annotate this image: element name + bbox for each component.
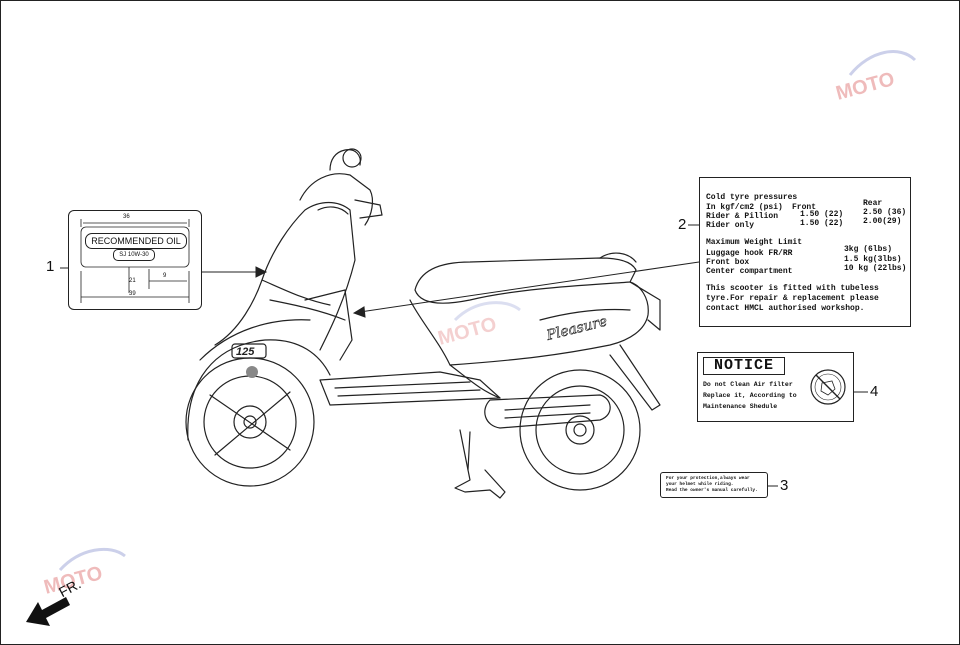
row-luggage: Luggage hook FR/RR (706, 249, 793, 258)
helmet-line-2: your helmet while riding. (666, 482, 734, 487)
center-stand (454, 429, 506, 499)
front-box-value: 1.5 kg(3lbs) (844, 255, 902, 264)
helmet-line-3: Read the owner's manual carefully. (666, 488, 758, 493)
helmet-label: For your protection,always wear your hel… (660, 472, 768, 498)
tyre-title: Cold tyre pressures (706, 193, 798, 202)
dim-21: 21 (129, 278, 136, 284)
notice-title: NOTICE (703, 357, 785, 375)
notice-line-3: Maintenance Shedule (703, 403, 778, 410)
model-script: Pleasure (544, 313, 609, 344)
seat (414, 257, 637, 304)
oil-title: RECOMMENDED OIL (85, 233, 187, 249)
rear-wheel (519, 369, 641, 491)
rear-body (409, 281, 649, 366)
oil-label: 36 RECOMMENDED OIL SJ 10W-30 21 9 39 (68, 210, 202, 310)
center-value: 10 kg (22lbs) (844, 264, 907, 273)
notice-line-2: Replace it, According to (703, 392, 797, 399)
badge-text: 125 (236, 346, 255, 358)
dim-9: 9 (163, 273, 167, 279)
col-rear: Rear (863, 199, 883, 208)
tyre-units: In kgf/cm2 (psi) (706, 203, 783, 212)
oil-label-dimensions (80, 219, 190, 303)
watermark-logo-top: MOTO (834, 50, 917, 105)
pillion-rear: 2.50 (36) (863, 208, 907, 217)
floorboard (319, 371, 501, 406)
rider-rear: 2.00(29) (863, 217, 902, 226)
callout-1: 1 (46, 258, 55, 275)
tubeless-line-1: This scooter is fitted with tubeless (706, 284, 879, 293)
front-direction-arrow (26, 597, 70, 626)
svg-text:MOTO: MOTO (436, 313, 499, 350)
rider-front: 1.50 (22) (800, 219, 844, 228)
swing-arm (484, 394, 611, 429)
oil-grade: SJ 10W-30 (113, 249, 155, 261)
row-front-box: Front box (706, 258, 750, 267)
luggage-value: 3kg (6lbs) (844, 245, 893, 254)
svg-text:MOTO: MOTO (834, 68, 897, 105)
front-body (214, 201, 356, 351)
dim-36: 36 (123, 214, 130, 220)
weight-title: Maximum Weight Limit (706, 238, 803, 247)
row-rider-only: Rider only (706, 221, 755, 230)
tubeless-line-3: contact HMCL authorised workshop. (706, 304, 865, 313)
notice-line-1: Do not Clean Air filter (703, 381, 793, 388)
handlebar (299, 173, 374, 226)
callout-4: 4 (870, 383, 879, 400)
tail-light (629, 281, 661, 331)
dim-39: 39 (129, 291, 136, 297)
badge-125 (231, 343, 267, 359)
watermark-logo-center: MOTO (436, 301, 521, 350)
helmet-line-1: For your protection,always wear (666, 476, 750, 481)
tyre-pressure-label: Cold tyre pressures In kgf/cm2 (psi) Fro… (699, 177, 911, 327)
tubeless-line-2: tyre.For repair & replacement please (706, 294, 879, 303)
row-rider-pillion: Rider & Pillion (706, 212, 779, 221)
front-fender (187, 339, 331, 441)
no-clean-filter-icon (810, 369, 846, 405)
callout-3: 3 (780, 477, 789, 494)
notice-label: NOTICE Do not Clean Air filter Replace i… (697, 352, 854, 422)
callout-2: 2 (678, 216, 687, 233)
row-center: Center compartment (706, 267, 793, 276)
leader-lines (60, 224, 868, 487)
col-front: Front (792, 203, 817, 212)
watermark-logo-bottom: MOTO (42, 547, 126, 599)
pillion-front: 1.50 (22) (800, 210, 844, 219)
